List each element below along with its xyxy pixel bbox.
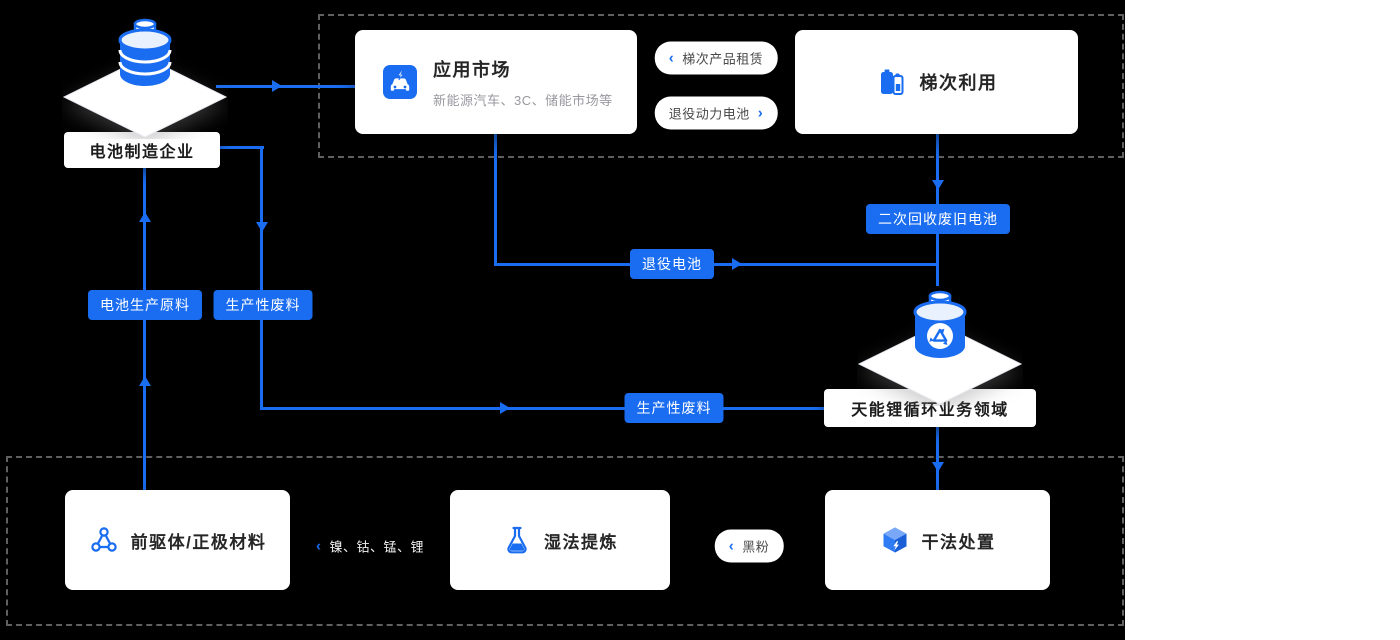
node-dry-disposal: 干法处置 bbox=[825, 490, 1050, 590]
pill-cascade-product-leasing: ‹ 梯次产品租赁 bbox=[654, 41, 778, 75]
card-title: 前驱体/正极材料 bbox=[130, 532, 267, 552]
molecule-icon bbox=[89, 525, 119, 555]
node-wet-refining: 湿法提炼 bbox=[450, 490, 670, 590]
node-label: 天能锂循环业务领域 bbox=[851, 402, 1009, 419]
diamond-platform bbox=[857, 323, 1023, 405]
edge-precursor-to-manufacturer bbox=[143, 168, 146, 490]
arrowhead-down bbox=[256, 222, 268, 232]
arrowhead-up bbox=[139, 212, 151, 222]
pill-label: 退役动力电池 bbox=[668, 106, 750, 122]
node-label: 电池制造企业 bbox=[89, 144, 195, 161]
chevron-right-icon: › bbox=[757, 104, 764, 122]
pill-retired-power-battery: 退役动力电池 › bbox=[654, 96, 778, 130]
card-title: 干法处置 bbox=[921, 532, 996, 552]
arrowhead-right bbox=[732, 258, 742, 270]
battery-3d-icon bbox=[118, 18, 172, 86]
diamond-platform bbox=[62, 56, 228, 138]
edge-hub-to-dry bbox=[936, 427, 939, 491]
pill-nickel-cobalt-manganese-lithium: ‹ 镍、钴、锰、锂 bbox=[302, 530, 438, 563]
edge-market-down bbox=[494, 134, 497, 266]
card-title: 应用市场 bbox=[433, 59, 511, 80]
chevron-left-icon: ‹ bbox=[315, 537, 322, 555]
pill-label: 镍、钴、锰、锂 bbox=[329, 539, 425, 555]
pill-black-powder: ‹ 黑粉 bbox=[714, 529, 784, 563]
bottom-section-frame bbox=[6, 456, 1124, 626]
edge-manufacturer-to-market bbox=[216, 85, 356, 88]
badge-production-waste-left: 生产性废料 bbox=[213, 290, 313, 320]
pill-label: 黑粉 bbox=[742, 539, 770, 555]
node-precursor-cathode-material: 前驱体/正极材料 bbox=[65, 490, 290, 590]
arrowhead-down bbox=[932, 180, 944, 190]
edge-waste-start bbox=[220, 146, 264, 149]
edge-retired-battery bbox=[494, 263, 939, 266]
node-application-market: 应用市场 新能源汽车、3C、储能市场等 bbox=[355, 30, 637, 134]
edge-waste-to-hub bbox=[260, 407, 828, 410]
arrowhead-right bbox=[272, 80, 282, 92]
chevron-left-icon: ‹ bbox=[668, 49, 675, 67]
badge-retired-battery: 退役电池 bbox=[630, 249, 714, 279]
badge-production-waste-mid: 生产性废料 bbox=[624, 393, 724, 423]
pill-label: 梯次产品租赁 bbox=[682, 51, 764, 67]
badge-secondary-recycled-battery: 二次回收废旧电池 bbox=[866, 204, 1010, 234]
node-cascade-utilization: 梯次利用 bbox=[795, 30, 1078, 134]
cascade-batteries-icon bbox=[876, 67, 906, 97]
card-title: 湿法提炼 bbox=[544, 532, 618, 552]
flask-icon bbox=[502, 525, 532, 555]
arrowhead-down bbox=[932, 462, 944, 472]
arrowhead-right bbox=[500, 402, 510, 414]
recycle-battery-3d-icon bbox=[913, 290, 967, 358]
chevron-left-icon: ‹ bbox=[728, 537, 735, 555]
card-subtitle: 新能源汽车、3C、储能市场等 bbox=[433, 92, 613, 108]
arrowhead-up bbox=[139, 376, 151, 386]
badge-battery-raw-material: 电池生产原料 bbox=[88, 290, 202, 320]
edge-waste-down bbox=[260, 146, 263, 410]
cube-icon bbox=[880, 525, 910, 555]
recycle-icon bbox=[929, 328, 948, 345]
ev-car-icon bbox=[383, 65, 417, 99]
node-battery-manufacturer: 电池制造企业 bbox=[64, 132, 220, 168]
card-title: 梯次利用 bbox=[919, 73, 998, 93]
